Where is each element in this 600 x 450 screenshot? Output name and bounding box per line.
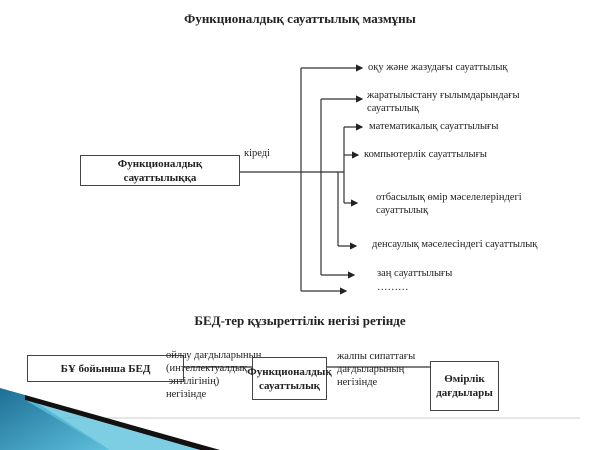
functional-literacy-box: Функционалдық сауаттылыққа [80, 155, 240, 186]
item-math: математикалық сауаттылығы [369, 121, 499, 132]
item-ellipsis: ……… [377, 282, 409, 293]
item-reading-writing: оқу және жазудағы сауаттылық [368, 62, 508, 73]
connector-label: кіреді [244, 148, 271, 159]
bed-box: БҰ бойынша БЕД [27, 355, 184, 382]
thinking-skills-label: ойлау дағдыларының(интеллектуалдық эптіл… [166, 350, 262, 400]
top-title: Функционалдық сауаттылық мазмұны [184, 11, 416, 26]
item-computer: компьютерлік сауаттылығы [364, 149, 487, 160]
decoration-teal [0, 388, 110, 450]
item-law: заң сауаттылығы [377, 268, 453, 279]
decoration-black [25, 395, 220, 450]
item-health: денсаулық мәселесіндегі сауаттылық [372, 239, 538, 250]
bottom-title: БЕД-тер құзыреттілік негізі ретінде [194, 313, 406, 328]
